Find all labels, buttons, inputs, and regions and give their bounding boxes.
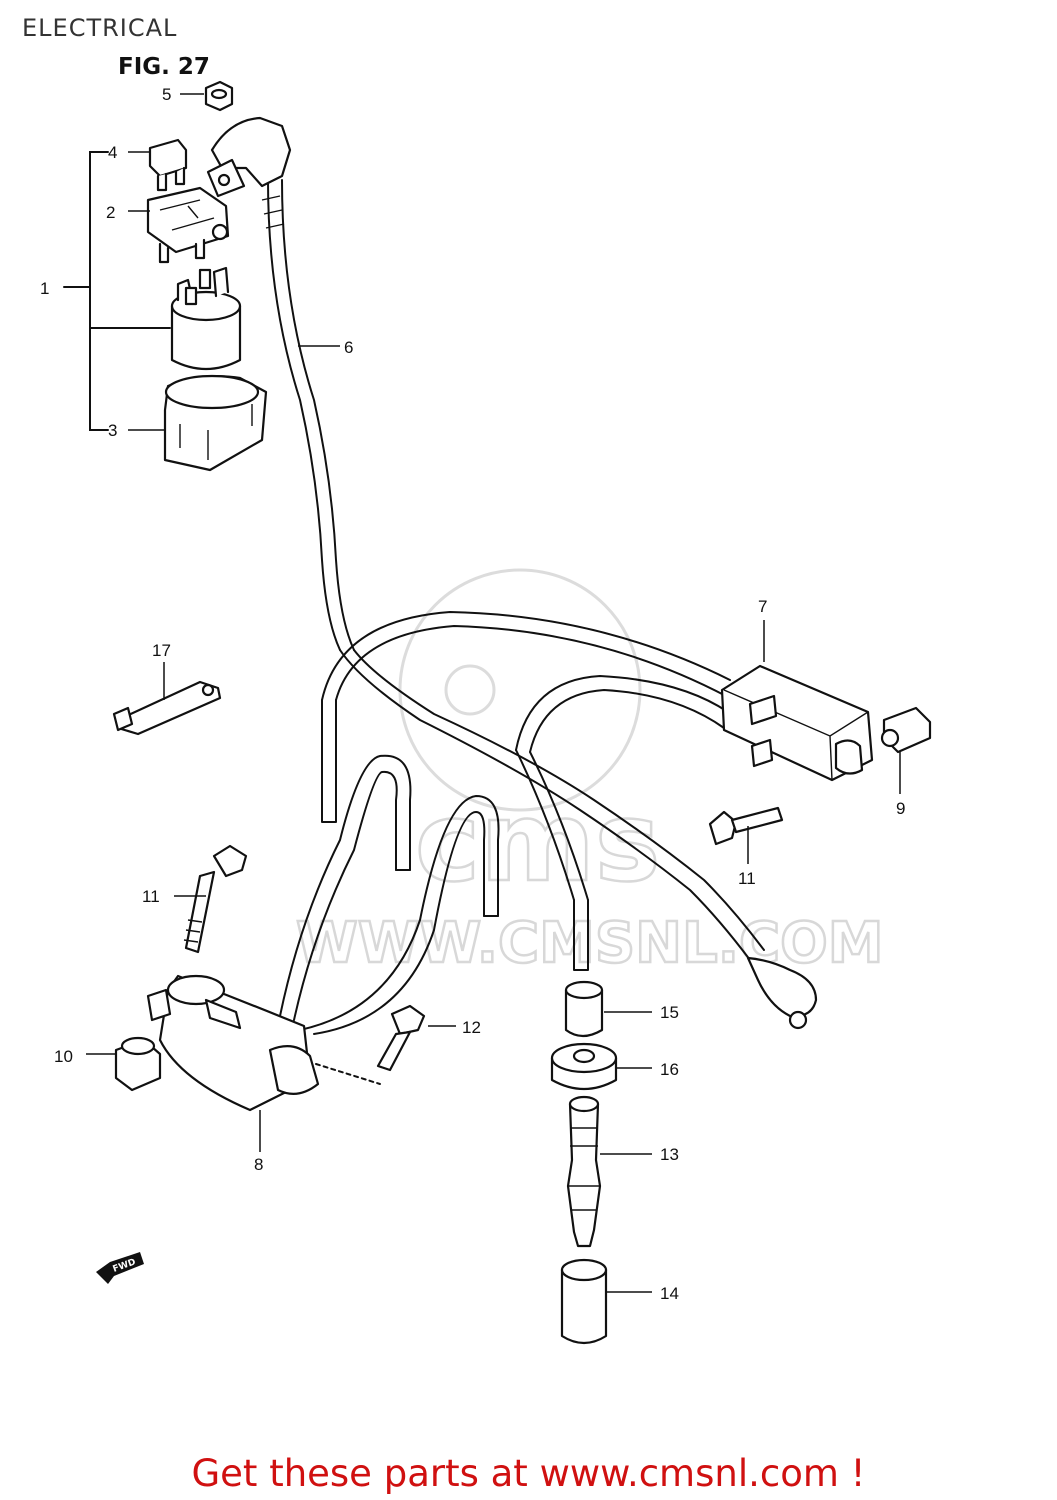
part-14-boot [560, 1258, 608, 1345]
leader-lines [86, 93, 901, 1293]
callout-5: 5 [162, 85, 171, 104]
figure-number: FIG. 27 [118, 54, 210, 80]
part-2-fuse-holder [146, 186, 230, 264]
watermark-url: WWW.CMSNL.COM [296, 911, 883, 976]
callout-6: 6 [344, 338, 353, 357]
footer-link[interactable]: Get these parts at www.cmsnl.com ! [191, 1452, 866, 1495]
wire-harness [339, 649, 818, 1030]
callout-15: 15 [660, 1003, 679, 1022]
callout-13: 13 [660, 1145, 679, 1164]
callout-9: 9 [896, 799, 905, 818]
part-11-bolt-left [183, 844, 248, 954]
lower-coil-leads [279, 754, 589, 1035]
fwd-arrow-icon: FWD [96, 1252, 144, 1284]
callout-4: 4 [108, 143, 117, 162]
callout-10: 10 [54, 1047, 73, 1066]
part-7-ignition-coil [321, 610, 874, 901]
callout-7: 7 [758, 597, 767, 616]
callout-2: 2 [106, 203, 115, 222]
group-bracket [63, 151, 171, 431]
callout-11-right: 11 [738, 869, 756, 888]
cms-watermark: cms WWW.CMSNL.COM [295, 568, 885, 977]
part-16-grommet [550, 1042, 618, 1090]
part-3-relay-cover [163, 374, 268, 472]
part-9-cap [880, 706, 932, 754]
page-title: ELECTRICAL [22, 14, 178, 42]
fwd-label: FWD [112, 1257, 138, 1274]
callout-1: 1 [40, 279, 49, 298]
dashed-hint [315, 1063, 381, 1085]
callout-8: 8 [254, 1155, 263, 1174]
part-8-ignition-coil [146, 974, 320, 1112]
part-6-battery-cable [206, 116, 355, 651]
callout-11-left: 11 [142, 887, 160, 906]
part-11-bolt-right [708, 806, 784, 846]
callout-12: 12 [462, 1018, 481, 1037]
part-4-fuse [148, 138, 188, 192]
part-10-cap [114, 1036, 162, 1092]
part-1-starter-relay [170, 266, 242, 370]
callout-17: 17 [152, 641, 171, 660]
part-13-plug-cap [566, 1095, 602, 1248]
callout-3: 3 [108, 421, 117, 440]
callout-16: 16 [660, 1060, 679, 1079]
callout-labels: 1 2 3 4 5 6 7 8 9 10 11 11 12 13 14 15 1… [40, 85, 905, 1303]
part-5-nut [204, 80, 234, 112]
part-17-bracket [112, 680, 222, 736]
callout-14: 14 [660, 1284, 679, 1303]
part-15-seal [564, 980, 604, 1038]
part-12-bolt [376, 1004, 426, 1072]
